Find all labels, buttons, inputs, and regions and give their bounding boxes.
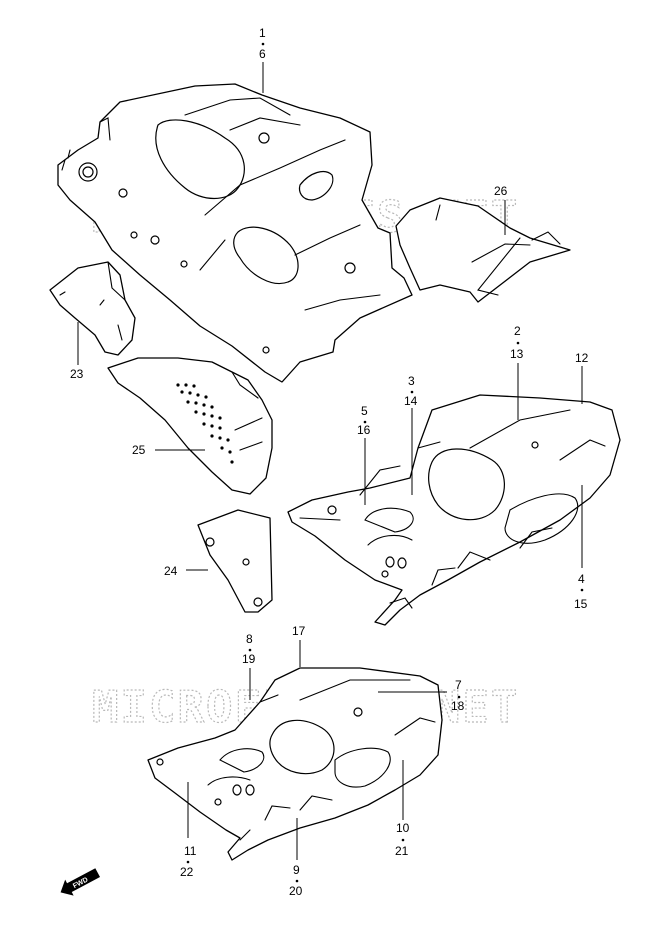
callout-26: 26 — [494, 184, 508, 198]
small-cover-part[interactable] — [49, 261, 136, 356]
small-plate-part[interactable] — [197, 509, 273, 613]
callout-8: 8 — [246, 632, 253, 646]
callout-18: 18 — [451, 699, 465, 713]
callout-1: 1 — [259, 26, 266, 40]
callout-6: 6 — [259, 47, 266, 61]
callout-3: 3 — [408, 374, 415, 388]
callout-14: 14 — [404, 394, 418, 408]
callout-4: 4 — [578, 572, 585, 586]
callout-20: 20 — [289, 884, 303, 898]
callout-19: 19 — [242, 652, 256, 666]
callout-22: 22 — [180, 865, 194, 879]
callout-labels: 1 6 26 23 25 24 2 13 12 3 14 5 16 4 15 8… — [70, 26, 589, 898]
fairing-main-part[interactable] — [57, 83, 413, 383]
callout-10: 10 — [396, 821, 410, 835]
callout-23: 23 — [70, 367, 84, 381]
callout-24: 24 — [164, 564, 178, 578]
callout-12: 12 — [575, 351, 589, 365]
callout-2: 2 — [514, 324, 521, 338]
forward-arrow-icon: FWD — [60, 868, 101, 896]
callout-16: 16 — [357, 423, 371, 437]
callout-9: 9 — [293, 863, 300, 877]
callout-15: 15 — [574, 597, 588, 611]
callout-25: 25 — [132, 443, 146, 457]
callout-5: 5 — [361, 404, 368, 418]
perforated-panel-part[interactable] — [107, 357, 273, 495]
leader-lines — [77, 62, 583, 860]
callout-13: 13 — [510, 347, 524, 361]
callout-17: 17 — [292, 624, 306, 638]
callout-21: 21 — [395, 844, 409, 858]
under-cowling-upper-part[interactable] — [287, 394, 621, 626]
under-cowling-lower-part[interactable] — [147, 667, 443, 861]
callout-11: 11 — [184, 844, 197, 858]
callout-7: 7 — [455, 678, 462, 692]
fwd-label: FWD — [72, 877, 89, 891]
bracket-part[interactable] — [395, 197, 571, 303]
